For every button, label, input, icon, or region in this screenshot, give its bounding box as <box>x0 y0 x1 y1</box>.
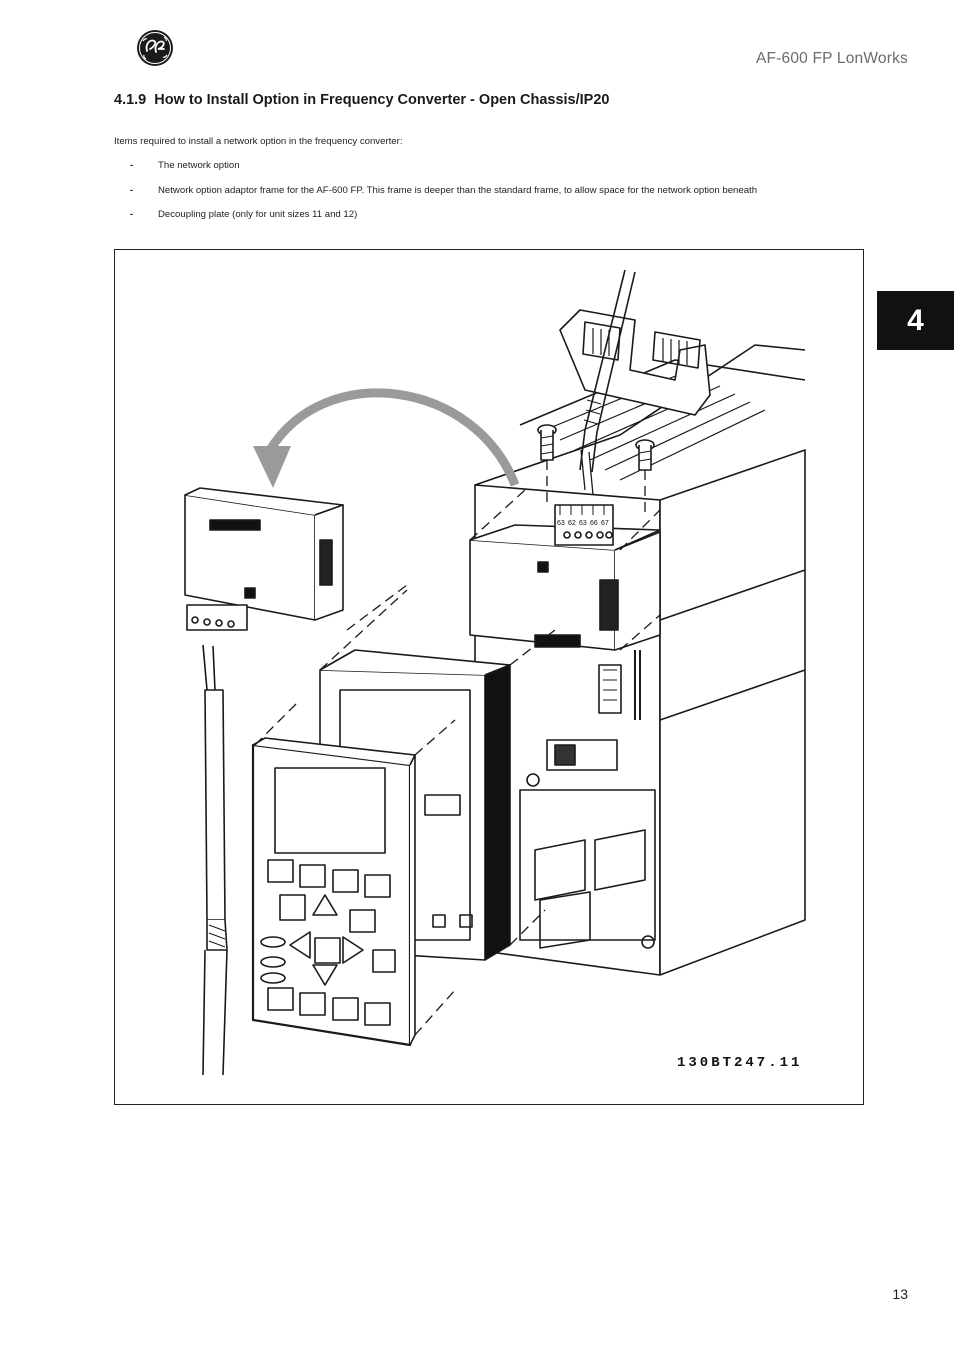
installation-illustration: 63 62 63 66 67 <box>184 269 806 1076</box>
list-item-text: Decoupling plate (only for unit sizes 11… <box>158 209 358 220</box>
list-bullet: - <box>130 160 134 171</box>
terminal-label: 63 <box>557 520 565 527</box>
drive-unit-drawing <box>474 344 806 976</box>
decoupling-plate-drawing <box>559 309 711 416</box>
installation-figure: 63 62 63 66 67 130BT247.11 <box>114 249 864 1105</box>
network-cable-left-drawing <box>202 644 228 1076</box>
list-item-text: Network option adaptor frame for the AF-… <box>158 184 758 196</box>
document-title: AF-600 FP LonWorks <box>755 50 908 67</box>
terminal-label: 63 <box>579 520 587 527</box>
list-item-text: The network option <box>158 160 240 171</box>
ge-logo-icon <box>137 30 173 66</box>
lcp-keypad-drawing <box>251 737 416 1047</box>
company-logo <box>136 29 174 67</box>
network-cable-top-drawing <box>579 269 636 496</box>
list-bullet: - <box>130 209 134 220</box>
page-number: 13 <box>892 1286 908 1302</box>
chapter-tab: 4 <box>877 291 954 350</box>
list-bullet: - <box>130 184 134 196</box>
section-title: How to Install Option in Frequency Conve… <box>154 92 610 108</box>
terminal-label: 62 <box>568 520 576 527</box>
install-arrow <box>266 388 520 487</box>
section-heading: 4.1.9 How to Install Option in Frequency … <box>114 92 609 108</box>
terminal-label: 67 <box>601 520 609 527</box>
network-option-module-drawing <box>184 487 344 631</box>
network-option-installed-drawing <box>469 504 661 651</box>
intro-paragraph: Items required to install a network opti… <box>114 136 403 147</box>
section-number: 4.1.9 <box>114 92 147 108</box>
terminal-label: 66 <box>590 520 598 527</box>
terminal-labels: 63 62 63 66 67 <box>557 520 609 527</box>
dashed-guides <box>254 460 661 1036</box>
screw-drawing <box>537 424 655 471</box>
figure-code: 130BT247.11 <box>677 1055 803 1071</box>
